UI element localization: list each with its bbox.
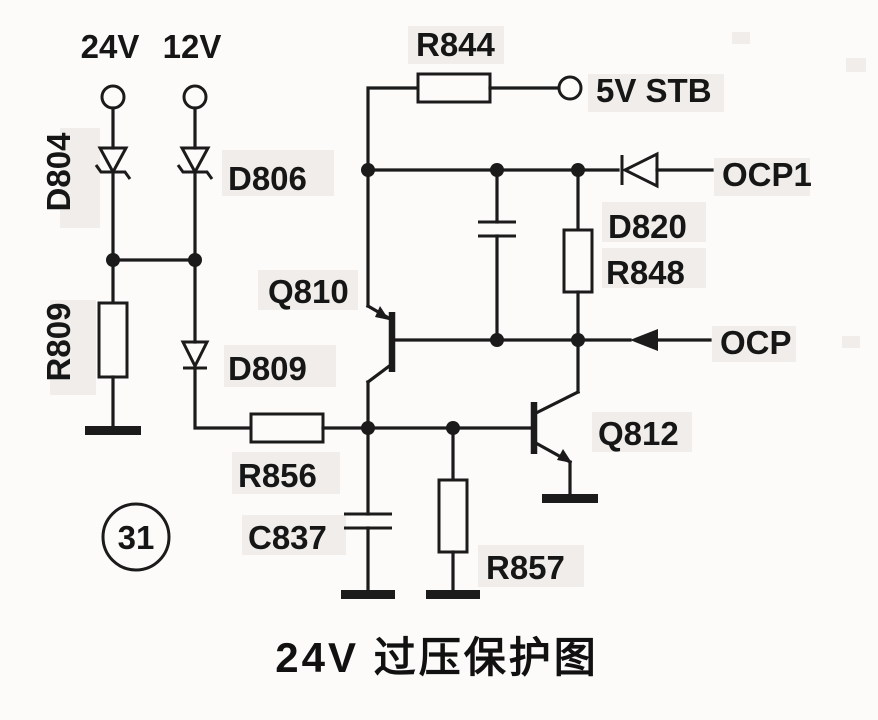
transistor-q812 [530, 338, 598, 503]
scan-artifacts [50, 26, 866, 587]
label-12v: 12V [163, 28, 222, 65]
label-5v-stb: 5V STB [596, 72, 712, 109]
label-d820: D820 [608, 208, 687, 245]
label-d804: D804 [40, 132, 77, 212]
resistor-r856 [249, 412, 325, 444]
terminal-12v [182, 84, 208, 110]
resistor-r809 [97, 301, 129, 379]
ocp-arrow-icon [630, 329, 658, 351]
capacitor [478, 220, 516, 238]
label-ocp1: OCP1 [722, 156, 812, 193]
ground-symbol [85, 426, 141, 435]
wire [193, 366, 253, 430]
label-r809: R809 [40, 303, 77, 382]
label-d806: D806 [228, 160, 307, 197]
diode-d820 [620, 151, 659, 189]
label-24v: 24V [81, 28, 140, 65]
badge-number: 31 [118, 519, 155, 556]
diagram-title: 24V 过压保护图 [275, 634, 598, 681]
sheet-badge: 31 [101, 502, 171, 572]
wire [366, 86, 420, 172]
terminal-5v-stb [557, 75, 583, 101]
resistor-r857 [437, 478, 469, 554]
ground-symbol [426, 590, 480, 599]
label-q810: Q810 [268, 273, 349, 310]
label-d809: D809 [228, 350, 307, 387]
junction-dots [106, 163, 585, 435]
terminal-24v [100, 84, 126, 110]
label-r856: R856 [238, 457, 317, 494]
ground-symbol [341, 590, 395, 599]
label-q812: Q812 [598, 415, 679, 452]
label-r848: R848 [606, 254, 685, 291]
label-r844: R844 [416, 26, 496, 63]
capacitor-c837 [344, 512, 392, 530]
diode-d809 [180, 340, 210, 370]
label-r857: R857 [486, 549, 565, 586]
label-ocp: OCP [720, 324, 792, 361]
resistor-r844 [416, 72, 492, 104]
transistor-q810 [365, 168, 396, 430]
label-c837: C837 [248, 519, 327, 556]
resistor-r848 [562, 228, 594, 294]
